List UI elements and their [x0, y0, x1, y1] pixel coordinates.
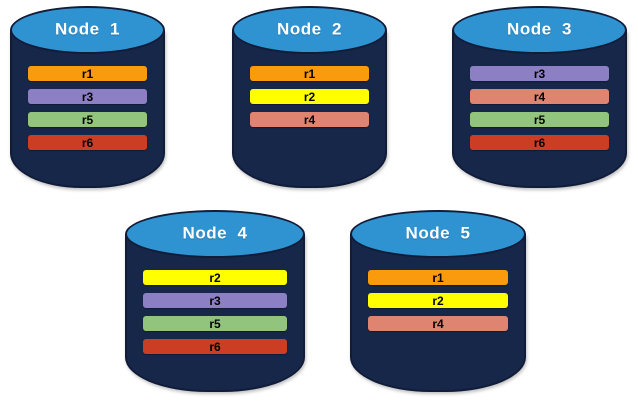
replica-label: r4 — [533, 89, 546, 104]
cylinder-body — [125, 234, 305, 392]
replica-bar-r4[interactable]: r4 — [250, 112, 369, 127]
cylinder-body — [10, 30, 165, 188]
cylinder-body — [232, 30, 387, 188]
database-node-5[interactable]: Node 5 r1 r2 r4 — [350, 210, 526, 392]
replica-list: r1 r2 r4 — [350, 270, 526, 339]
replica-bar-r6[interactable]: r6 — [470, 135, 609, 150]
replica-label: r2 — [432, 293, 444, 308]
replica-bar-r3[interactable]: r3 — [28, 89, 147, 104]
replica-label: r1 — [432, 270, 444, 285]
replica-bar-r4[interactable]: r4 — [470, 89, 609, 104]
replica-label: r4 — [432, 316, 444, 331]
replica-bar-r2[interactable]: r2 — [368, 293, 508, 308]
replica-list: r2 r3 r5 r6 — [125, 270, 305, 362]
replica-bar-r1[interactable]: r1 — [28, 66, 147, 81]
replica-bar-r2[interactable]: r2 — [250, 89, 369, 104]
replica-bar-r5[interactable]: r5 — [143, 316, 287, 331]
replica-label: r3 — [209, 293, 221, 308]
replica-bar-r5[interactable]: r5 — [28, 112, 147, 127]
replica-bar-r3[interactable]: r3 — [470, 66, 609, 81]
database-node-1[interactable]: Node 1 r1 r3 r5 r6 — [10, 6, 165, 188]
cylinder-top-ellipse: Node 3 — [452, 6, 627, 54]
replica-label: r4 — [303, 112, 316, 127]
cylinder-top-ellipse: Node 1 — [10, 6, 165, 54]
replica-bar-r6[interactable]: r6 — [28, 135, 147, 150]
replica-label: r6 — [209, 339, 221, 354]
replica-label: r1 — [303, 66, 316, 81]
replica-list: r1 r3 r5 r6 — [10, 66, 165, 158]
replica-label: r3 — [81, 89, 94, 104]
replica-label: r5 — [81, 112, 94, 127]
replica-label: r1 — [81, 66, 94, 81]
node-title: Node 3 — [507, 19, 572, 39]
replica-label: r2 — [209, 270, 221, 285]
cylinder-body — [452, 30, 627, 188]
replica-label: r5 — [533, 112, 546, 127]
replica-bar-r1[interactable]: r1 — [250, 66, 369, 81]
replica-label: r3 — [533, 66, 546, 81]
replica-bar-r3[interactable]: r3 — [143, 293, 287, 308]
node-title: Node 1 — [55, 19, 120, 39]
replica-bar-r5[interactable]: r5 — [470, 112, 609, 127]
cylinder-body — [350, 234, 526, 392]
cylinder-top-ellipse: Node 2 — [232, 6, 387, 54]
replica-bar-r6[interactable]: r6 — [143, 339, 287, 354]
cylinder-top-ellipse: Node 5 — [350, 210, 526, 258]
replica-bar-r4[interactable]: r4 — [368, 316, 508, 331]
replica-bar-r2[interactable]: r2 — [143, 270, 287, 285]
node-title: Node 5 — [405, 223, 471, 243]
replica-bar-r1[interactable]: r1 — [368, 270, 508, 285]
database-node-4[interactable]: Node 4 r2 r3 r5 r6 — [125, 210, 305, 392]
replica-label: r2 — [303, 89, 316, 104]
replica-list: r1 r2 r4 — [232, 66, 387, 135]
replica-list: r3 r4 r5 r6 — [452, 66, 627, 158]
replica-label: r6 — [81, 135, 94, 150]
replica-label: r6 — [533, 135, 546, 150]
database-node-3[interactable]: Node 3 r3 r4 r5 r6 — [452, 6, 627, 188]
replica-label: r5 — [209, 316, 221, 331]
database-node-2[interactable]: Node 2 r1 r2 r4 — [232, 6, 387, 188]
cylinder-top-ellipse: Node 4 — [125, 210, 305, 258]
node-title: Node 2 — [277, 19, 342, 39]
node-title: Node 4 — [182, 223, 248, 243]
